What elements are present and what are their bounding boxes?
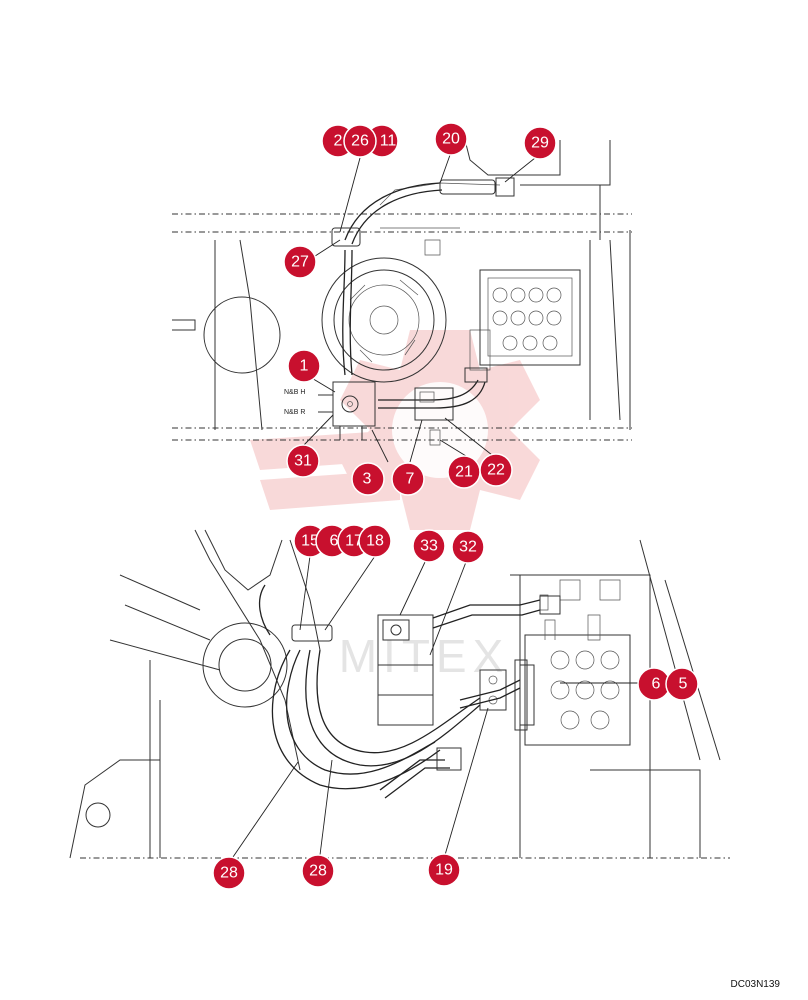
svg-text:32: 32	[459, 539, 477, 556]
callout-31: 31	[286, 444, 320, 478]
callout-18: 18	[358, 524, 392, 558]
svg-text:18: 18	[366, 533, 384, 550]
svg-text:11: 11	[380, 133, 397, 150]
swing-motor	[321, 257, 491, 383]
svg-text:26: 26	[351, 133, 369, 150]
svg-text:7: 7	[406, 471, 415, 488]
svg-text:28: 28	[309, 863, 327, 880]
lower-hoses	[258, 584, 561, 799]
callout-5: 5	[665, 667, 699, 701]
lower-control-valve	[519, 614, 631, 746]
svg-text:6: 6	[652, 676, 661, 693]
svg-text:15: 15	[301, 533, 319, 550]
svg-text:19: 19	[435, 862, 453, 879]
svg-text:31: 31	[294, 453, 312, 470]
svg-text:17: 17	[345, 533, 363, 550]
upper-view-frame	[172, 139, 632, 441]
svg-text:6: 6	[330, 533, 339, 550]
callout-32: 32	[451, 530, 485, 564]
upper-control-valve	[479, 269, 581, 366]
svg-text:22: 22	[487, 462, 505, 479]
callout-26: 26	[343, 124, 377, 158]
svg-text:27: 27	[291, 254, 309, 271]
svg-text:3: 3	[363, 471, 372, 488]
svg-text:20: 20	[442, 131, 460, 148]
svg-text:21: 21	[455, 464, 473, 481]
watermark-text: MITEX	[339, 630, 510, 682]
svg-text:33: 33	[420, 538, 438, 555]
callout-21: 21	[447, 455, 481, 489]
label-nbr: N&B R	[284, 409, 305, 416]
label-nbh: N&B H	[284, 389, 305, 396]
svg-text:1: 1	[300, 358, 309, 375]
lower-solenoid-block	[377, 614, 528, 731]
svg-text:2: 2	[334, 133, 343, 150]
callout-33: 33	[412, 529, 446, 563]
svg-text:29: 29	[531, 135, 549, 152]
upper-hoses	[331, 177, 515, 409]
callout-19: 19	[427, 853, 461, 887]
callout-20: 20	[434, 122, 468, 156]
callout-1: 1	[287, 349, 321, 383]
callout-3: 3	[351, 462, 385, 496]
callout-7: 7	[391, 462, 425, 496]
callout-29: 29	[523, 126, 557, 160]
callout-27: 27	[283, 245, 317, 279]
callout-6-lower: 6	[637, 667, 671, 701]
callout-22: 22	[479, 453, 513, 487]
drawing-code: DC03N139	[730, 979, 780, 990]
callout-28-left: 28	[212, 856, 246, 890]
svg-text:5: 5	[679, 676, 688, 693]
upper-valve-block	[318, 381, 454, 446]
callout-28-right: 28	[301, 854, 335, 888]
lower-view-frame	[69, 529, 730, 859]
svg-text:28: 28	[220, 865, 238, 882]
